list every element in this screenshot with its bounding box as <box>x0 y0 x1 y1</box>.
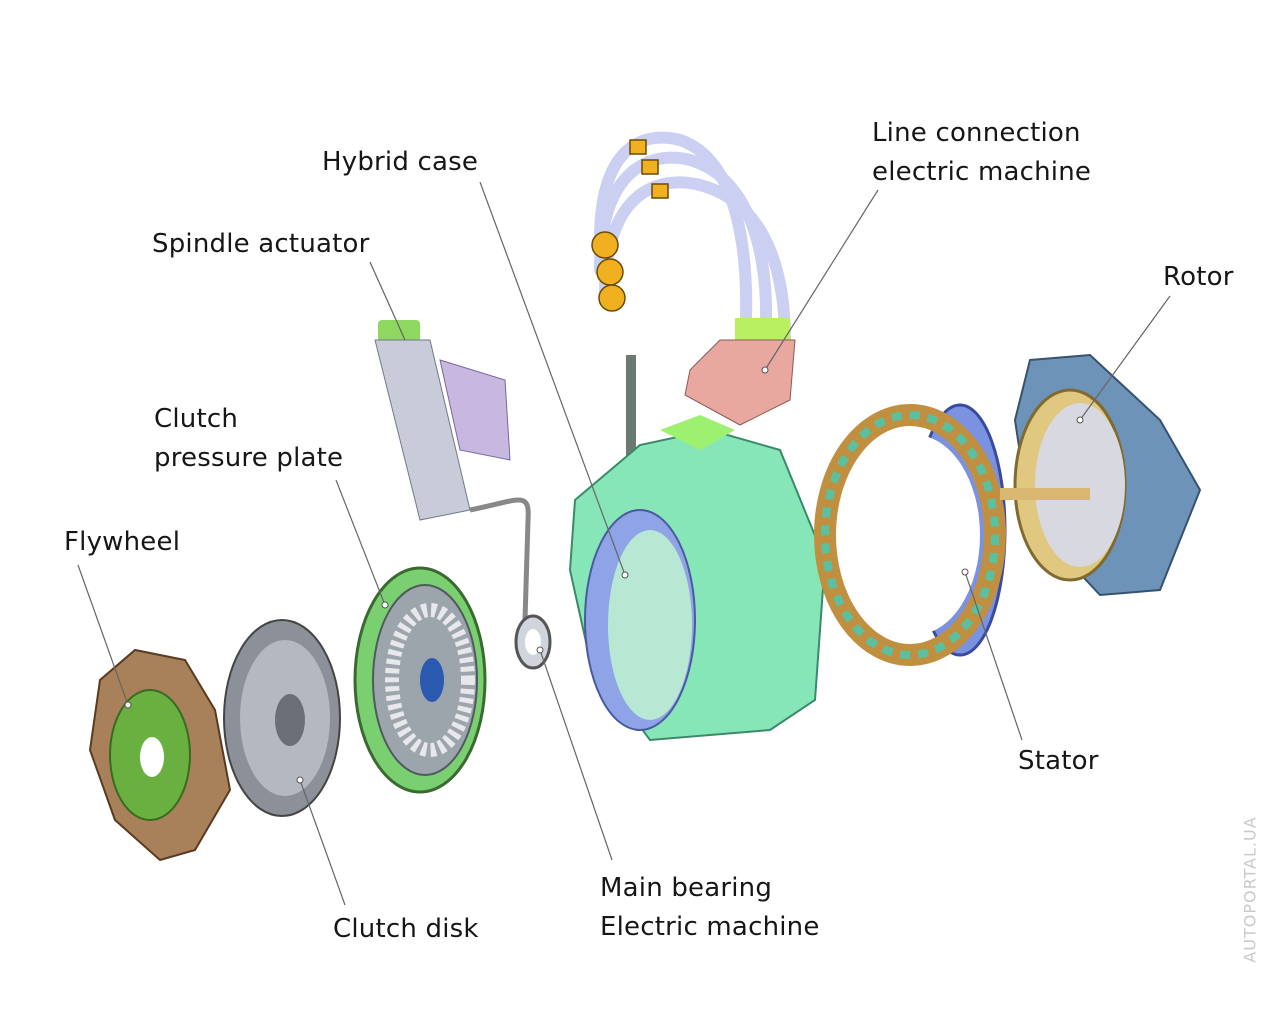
label-line-connection-2: electric machine <box>872 157 1092 187</box>
label-line-connection-1: Line connection <box>872 118 1081 148</box>
leader-lines <box>77 181 1171 906</box>
spindle-actuator <box>374 320 531 621</box>
clutch-disk <box>223 619 341 817</box>
hybrid-case <box>568 355 827 742</box>
leader-hybrid-case <box>479 181 626 576</box>
leader-rotor <box>1079 295 1171 421</box>
label-main-bearing-2: Electric machine <box>600 912 820 942</box>
rotor <box>1000 353 1202 597</box>
label-flywheel: Flywheel <box>64 527 181 557</box>
line-connection-block <box>684 318 796 426</box>
label-clutch-disk: Clutch disk <box>333 914 479 944</box>
label-spindle-actuator: Spindle actuator <box>152 229 370 259</box>
label-clutch-pressure-plate-2: pressure plate <box>154 443 344 473</box>
cable-connectors <box>591 139 669 312</box>
label-main-bearing-1: Main bearing <box>600 873 773 903</box>
label-clutch-pressure-plate-1: Clutch <box>154 404 239 434</box>
label-stator: Stator <box>1018 746 1099 776</box>
clutch-pressure-plate <box>353 566 487 794</box>
leader-stator <box>964 571 1023 741</box>
label-rotor: Rotor <box>1163 262 1234 292</box>
leader-clutch-disk <box>299 779 346 906</box>
leader-line-connection <box>764 189 879 371</box>
flywheel <box>88 648 232 862</box>
leader-clutch-pressure-plate <box>335 479 386 606</box>
stator <box>814 403 1007 666</box>
main-bearing <box>514 614 552 670</box>
leader-flywheel <box>77 564 129 706</box>
cable-harness <box>594 131 791 346</box>
watermark: AUTOPORTAL.UA <box>1240 816 1260 963</box>
leader-spindle-actuator <box>369 261 406 341</box>
leader-main-bearing <box>539 649 613 861</box>
label-hybrid-case: Hybrid case <box>322 147 479 177</box>
leader-dots <box>124 366 1084 784</box>
